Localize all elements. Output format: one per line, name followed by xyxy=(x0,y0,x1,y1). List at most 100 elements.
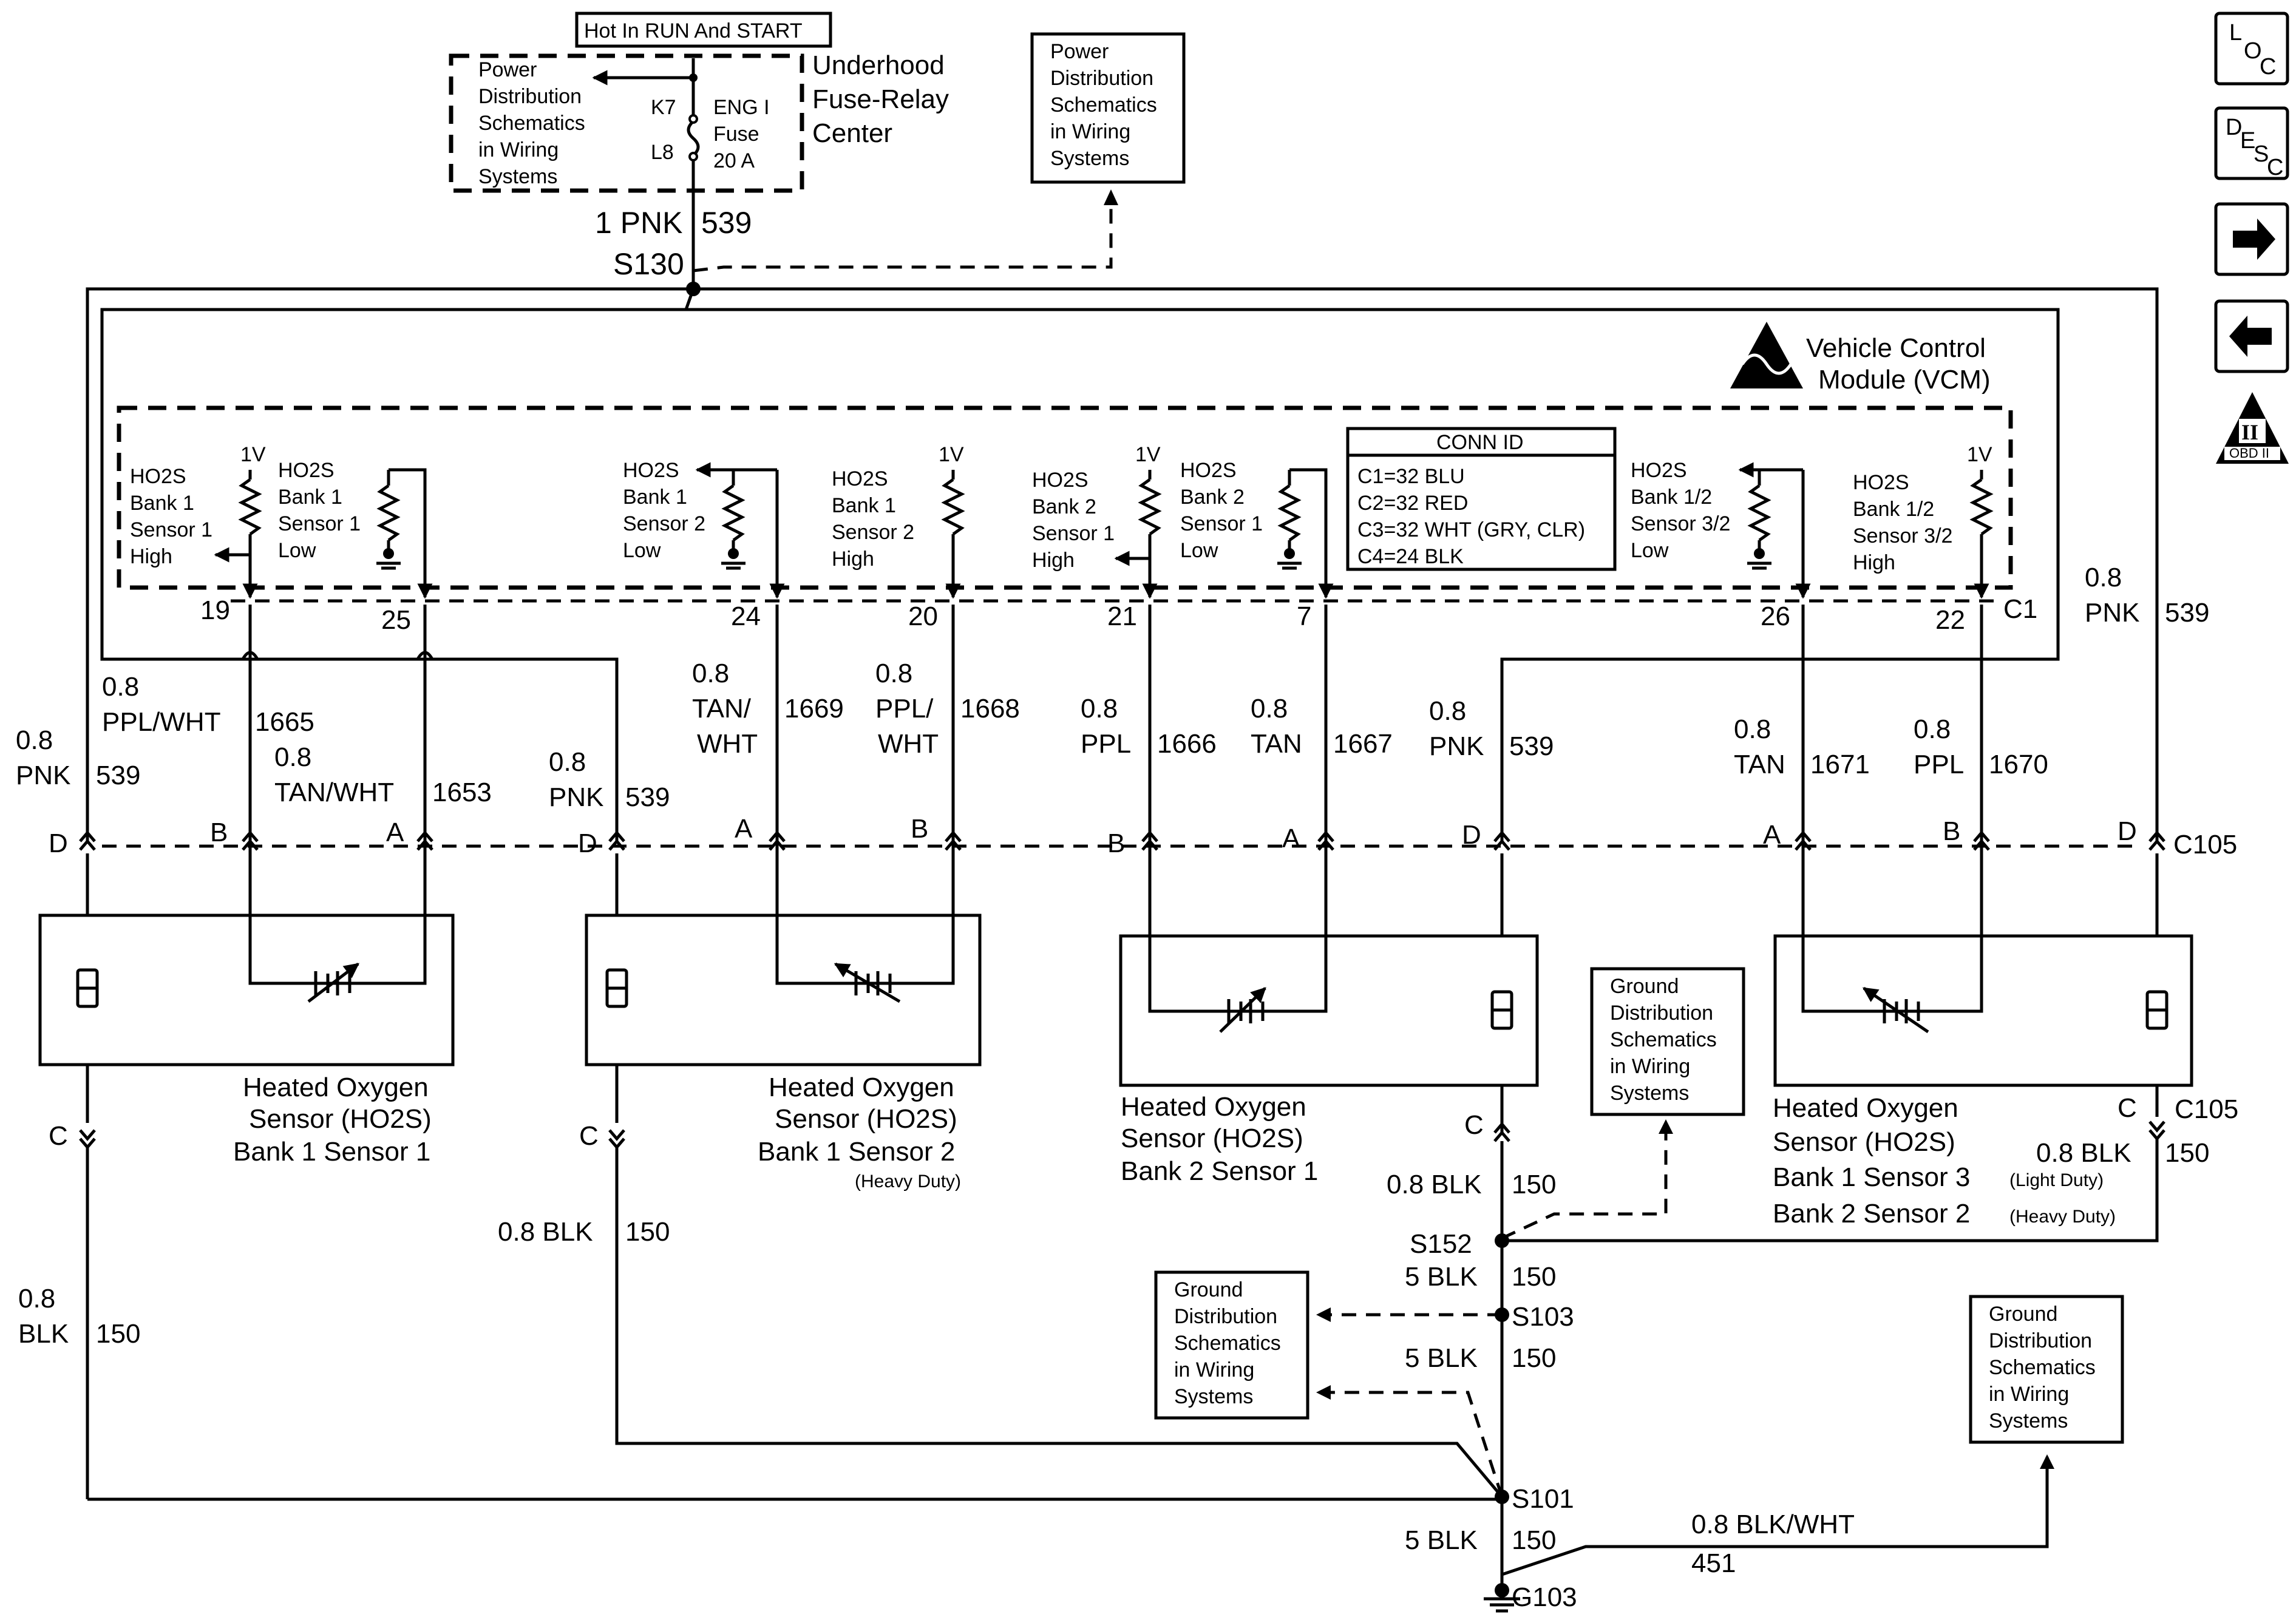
hot-in-run-label: Hot In RUN And START xyxy=(584,19,803,42)
vcm-internal-box xyxy=(117,405,2013,590)
svg-text:1669: 1669 xyxy=(784,694,844,724)
svg-text:A: A xyxy=(735,814,753,844)
svg-text:0.8: 0.8 xyxy=(1914,714,1951,744)
svg-text:0.8: 0.8 xyxy=(692,659,729,688)
center-line-3: Center xyxy=(812,118,892,148)
vcm-input-bank1-sensor2-low: HO2S Bank 1 Sensor 2 Low xyxy=(623,459,785,599)
loc-button[interactable]: L O C xyxy=(2214,12,2289,86)
previous-page-button[interactable] xyxy=(2214,299,2289,373)
svg-text:OBD II: OBD II xyxy=(2229,446,2269,461)
vcm-pin-numbers: 19 25 24 20 21 7 26 22 C1 xyxy=(200,594,2037,635)
svg-text:0.8 BLK/WHT: 0.8 BLK/WHT xyxy=(1691,1510,1855,1539)
svg-text:539: 539 xyxy=(625,782,670,812)
svg-text:Heated Oxygen: Heated Oxygen xyxy=(243,1073,429,1102)
svg-text:Distribution: Distribution xyxy=(1050,67,1153,90)
svg-text:Sensor (HO2S): Sensor (HO2S) xyxy=(775,1104,957,1134)
svg-text:Low: Low xyxy=(1180,539,1218,562)
variable-cell-icon xyxy=(1862,986,1929,1034)
svg-text:A: A xyxy=(386,818,404,847)
svg-text:Schematics: Schematics xyxy=(1050,93,1157,117)
svg-text:C1=32 BLU: C1=32 BLU xyxy=(1357,465,1465,488)
svg-text:CONN ID: CONN ID xyxy=(1436,431,1524,454)
svg-text:Bank 1: Bank 1 xyxy=(623,486,687,509)
bus-to-sensor1-pnk xyxy=(86,285,695,841)
svg-text:Systems: Systems xyxy=(1610,1082,1689,1105)
svg-text:PNK: PNK xyxy=(1429,731,1484,761)
svg-text:(Heavy Duty): (Heavy Duty) xyxy=(855,1171,961,1192)
connector-c1-label: C1 xyxy=(2003,594,2037,624)
svg-text:0.8 BLK: 0.8 BLK xyxy=(1387,1170,1482,1199)
svg-text:in Wiring: in Wiring xyxy=(1610,1055,1690,1078)
center-line-1: Underhood xyxy=(812,50,945,80)
svg-text:150: 150 xyxy=(1512,1262,1556,1292)
loc-icon: L xyxy=(2229,20,2242,46)
svg-text:Ground: Ground xyxy=(1989,1303,2057,1326)
svg-text:TAN: TAN xyxy=(1734,750,1785,779)
svg-text:D: D xyxy=(1462,820,1481,850)
obd-ii-icon: II OBD II xyxy=(2216,392,2289,464)
svg-text:1653: 1653 xyxy=(432,778,492,807)
svg-text:Schematics: Schematics xyxy=(1610,1028,1717,1051)
svg-text:C3=32 WHT (GRY, CLR): C3=32 WHT (GRY, CLR) xyxy=(1357,518,1585,541)
svg-text:S: S xyxy=(2254,141,2269,167)
svg-text:Distribution: Distribution xyxy=(478,85,582,108)
svg-text:0.8: 0.8 xyxy=(1734,714,1771,744)
svg-text:Bank 1 Sensor 1: Bank 1 Sensor 1 xyxy=(233,1137,430,1167)
svg-text:B: B xyxy=(1107,829,1125,858)
c105-pin-c-s1 xyxy=(79,1129,96,1150)
svg-text:Distribution: Distribution xyxy=(1989,1329,2092,1352)
svg-text:in Wiring: in Wiring xyxy=(1174,1358,1254,1381)
svg-text:Systems: Systems xyxy=(1050,147,1129,170)
svg-text:0.8: 0.8 xyxy=(274,742,311,772)
svg-text:in Wiring: in Wiring xyxy=(1050,120,1130,143)
svg-text:HO2S: HO2S xyxy=(623,459,679,482)
right-arrow-icon xyxy=(2233,219,2275,260)
c105-label-top: C105 xyxy=(2173,830,2237,859)
svg-text:in Wiring: in Wiring xyxy=(1989,1383,2069,1406)
svg-text:PPL: PPL xyxy=(1914,750,1964,779)
c105-label-bottom: C105 xyxy=(2175,1094,2238,1124)
svg-text:A: A xyxy=(1763,820,1781,850)
svg-text:Bank 2: Bank 2 xyxy=(1032,495,1096,518)
wire-labels: 0.8 PPL/WHT 1665 0.8 TAN/WHT 1653 0.8 PN… xyxy=(16,563,2209,812)
svg-text:PNK: PNK xyxy=(549,782,603,812)
bus-to-c105-d xyxy=(693,287,2159,841)
next-page-button[interactable] xyxy=(2214,202,2289,276)
center-line-2: Fuse-Relay xyxy=(812,84,949,114)
desc-button[interactable]: D E S C xyxy=(2214,106,2289,180)
vcm-title-2: Module (VCM) xyxy=(1818,365,1991,395)
esd-warning-icon xyxy=(1730,322,1803,388)
svg-text:Bank 2 Sensor 1: Bank 2 Sensor 1 xyxy=(1121,1156,1318,1186)
svg-text:Sensor 1: Sensor 1 xyxy=(278,512,361,535)
svg-text:II: II xyxy=(2241,420,2258,444)
svg-text:TAN: TAN xyxy=(1251,729,1302,759)
svg-text:5 BLK: 5 BLK xyxy=(1405,1262,1478,1292)
svg-text:Sensor 3/2: Sensor 3/2 xyxy=(1853,524,1952,547)
svg-text:Schematics: Schematics xyxy=(1989,1356,2096,1379)
vcm-input-bank2-sensor1-high: HO2S Bank 2 Sensor 1 High 1V xyxy=(1032,443,1162,599)
c105-pin-c-s3 xyxy=(1493,1122,1510,1142)
svg-text:High: High xyxy=(1032,549,1075,572)
svg-text:25: 25 xyxy=(381,605,411,635)
signal-wires xyxy=(241,605,1983,1011)
svg-text:Low: Low xyxy=(1631,539,1669,562)
svg-text:Schematics: Schematics xyxy=(478,112,585,135)
svg-text:Bank 1 Sensor 3: Bank 1 Sensor 3 xyxy=(1773,1162,1970,1192)
svg-text:Systems: Systems xyxy=(1989,1409,2068,1432)
svg-text:C: C xyxy=(2267,155,2283,180)
svg-text:TAN/: TAN/ xyxy=(692,694,752,724)
svg-text:C2=32 RED: C2=32 RED xyxy=(1357,492,1468,515)
vcm-input-bank1-sensor1-low: HO2S Bank 1 Sensor 1 Low xyxy=(278,459,433,599)
svg-text:Sensor (HO2S): Sensor (HO2S) xyxy=(249,1104,432,1134)
svg-text:1667: 1667 xyxy=(1333,729,1393,759)
svg-text:Low: Low xyxy=(623,539,661,562)
svg-text:19: 19 xyxy=(200,595,230,625)
svg-text:Bank 1/2: Bank 1/2 xyxy=(1853,498,1934,521)
svg-text:539: 539 xyxy=(1509,731,1554,761)
g103-ground-point xyxy=(1495,1583,1509,1598)
svg-text:B: B xyxy=(911,814,928,844)
svg-text:C4=24 BLK: C4=24 BLK xyxy=(1357,545,1464,568)
svg-text:24: 24 xyxy=(731,602,761,631)
svg-text:PNK: PNK xyxy=(16,761,70,790)
svg-text:22: 22 xyxy=(1935,605,1965,635)
